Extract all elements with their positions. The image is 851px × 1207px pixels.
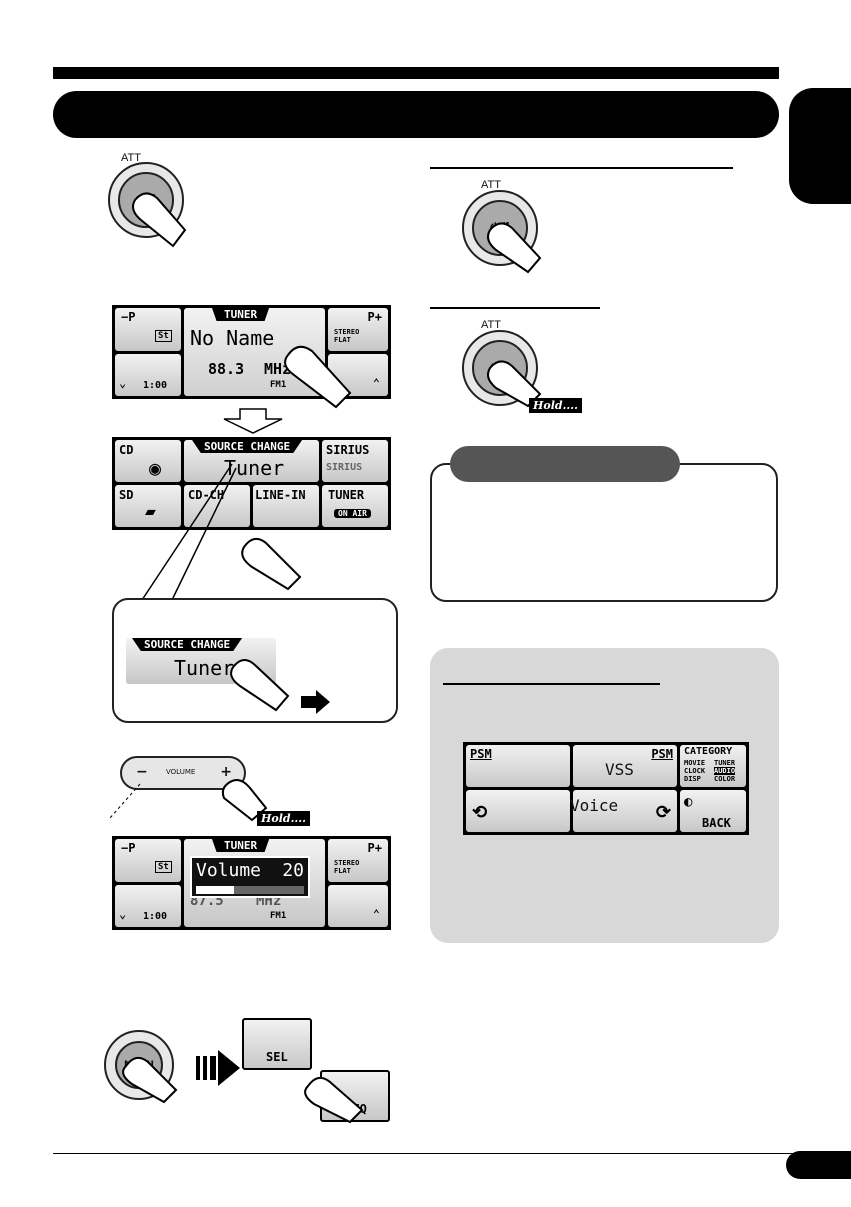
psm-right-key[interactable]: PSM [573, 745, 677, 787]
disc-icon: ◉ [149, 456, 162, 480]
value-left-key[interactable]: ⟲ [466, 790, 570, 832]
att-label-2: ATT [481, 179, 501, 191]
subsection-rule-1 [430, 167, 733, 169]
volume-text: Volume [196, 860, 262, 881]
finger-icon-7 [304, 1076, 364, 1124]
freq-unit: MHz [264, 360, 292, 378]
back-key[interactable]: ◐BACK [680, 790, 746, 832]
source-sd-key[interactable]: SD▰ [115, 485, 181, 527]
hold-badge-2: Hold.... [257, 811, 310, 826]
band: FM1 [270, 380, 287, 390]
pressing-finger-icon [132, 192, 187, 248]
volume-control[interactable]: − VOLUME + [120, 756, 246, 790]
source-change-title: SOURCE CHANGE Tuner [184, 440, 319, 482]
volume-up-button[interactable]: + [220, 764, 232, 780]
preset-down-key[interactable]: −P St [115, 308, 181, 351]
page-number-tab [786, 1151, 851, 1179]
preset-up-key-2[interactable]: P+ STEREO FLAT [328, 839, 388, 882]
callout-source-key[interactable]: SOURCE CHANGE Tuner [126, 638, 276, 684]
pressing-finger-icon-6 [122, 1056, 178, 1104]
volume-overlay: Volume 20 [190, 856, 310, 898]
section-title-bar [53, 91, 779, 138]
preset-down-key-2[interactable]: −P St [115, 839, 181, 882]
down-arrow-icon [223, 408, 283, 434]
volume-value: 20 [282, 860, 304, 881]
att-label-3: ATT [481, 319, 501, 331]
att-label: ATT [121, 152, 141, 164]
drag-finger-icon [230, 659, 330, 714]
note-rule [443, 683, 660, 685]
volume-down-button[interactable]: − [136, 764, 148, 780]
volume-label: VOLUME [166, 768, 196, 776]
rotate-right-icon: ⟳ [655, 802, 671, 823]
sd-card-icon: ▰ [145, 501, 156, 522]
vss-item: VSS [605, 760, 634, 779]
source-cd-key[interactable]: CD◉ [115, 440, 181, 482]
value-right-key[interactable]: ⟳ [573, 790, 677, 832]
pressing-finger-icon-4 [284, 345, 352, 409]
hold-badge: Hold.... [529, 398, 582, 413]
seek-down-key[interactable]: ⌄ 1:00 [115, 353, 181, 396]
language-side-tab [789, 88, 851, 204]
volume-fingers-icon [109, 779, 268, 822]
seek-down-key-2[interactable]: ⌄ 1:00 [115, 884, 181, 927]
vss-value: Voice [570, 796, 619, 815]
footer-rule [53, 1153, 851, 1154]
subsection-rule-2 [430, 307, 600, 309]
chevron-down-icon-2: ⌄ [119, 906, 127, 921]
rotate-left-icon: ⟲ [472, 802, 488, 823]
chevron-up-icon-2: ⌃ [372, 906, 380, 921]
chevron-down-icon: ⌄ [119, 375, 127, 390]
station-name: No Name [190, 326, 275, 350]
info-box-tab [450, 446, 680, 482]
sel-key[interactable]: SEL [242, 1018, 312, 1070]
psm-left-key[interactable]: PSM [466, 745, 570, 787]
station-area[interactable]: TUNER No Name 88.3 MHz FM1 [184, 308, 325, 396]
chevron-up-icon: ⌃ [372, 375, 380, 390]
vss-display: PSM PSM CATEGORY MOVIE TUNER CLOCK AUDIO… [463, 742, 749, 835]
callout-lines [141, 463, 237, 601]
volume-level-bar [196, 886, 304, 894]
source-linein-key[interactable]: LINE-IN [253, 485, 319, 527]
top-rule [53, 67, 779, 79]
back-icon: ◐ [684, 794, 693, 810]
pressing-finger-icon-2 [487, 222, 542, 274]
seek-up-key-2[interactable]: ⌃ [328, 884, 388, 927]
finger-icon-5 [241, 537, 302, 591]
frequency: 88.3 [208, 360, 245, 378]
category-key[interactable]: CATEGORY MOVIE TUNER CLOCK AUDIO DISP CO… [680, 745, 746, 787]
right-arrow-icon [196, 1050, 240, 1086]
drag-callout: SOURCE CHANGE Tuner [112, 598, 398, 723]
preset-up-key[interactable]: P+ STEREO FLAT [328, 308, 388, 351]
info-box [430, 463, 778, 602]
